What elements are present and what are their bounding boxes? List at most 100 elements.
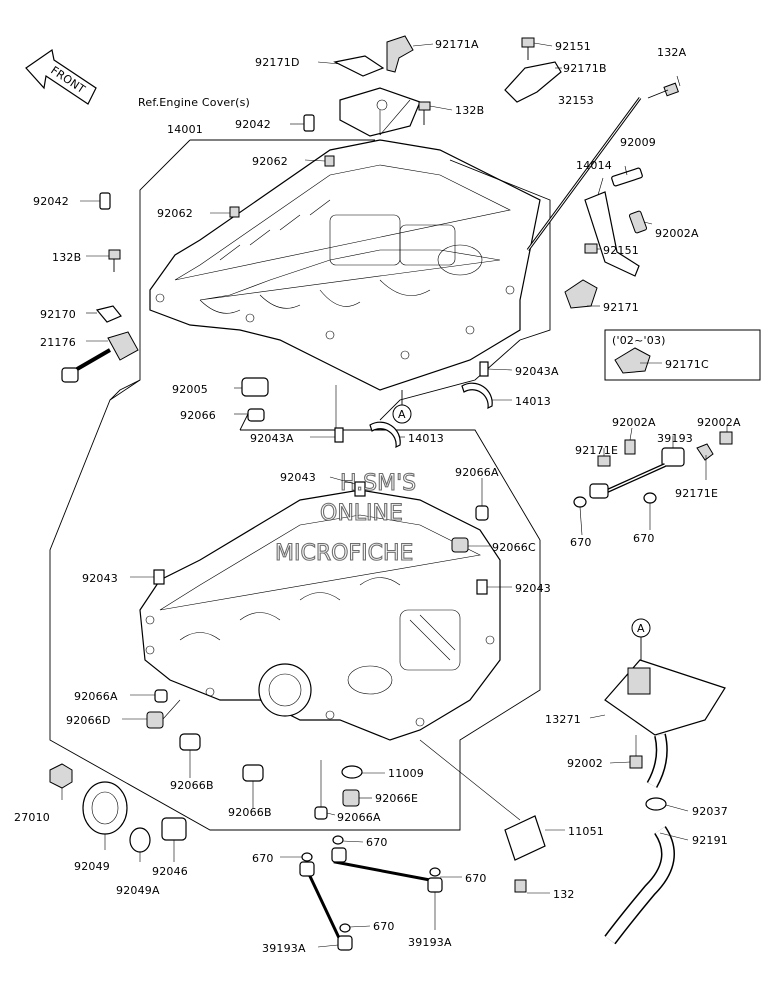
label-92043A-mid: 92043A (250, 432, 294, 445)
year-note-box (604, 329, 761, 381)
label-92049A: 92049A (116, 884, 160, 897)
label-92066D: 92066D (66, 714, 111, 727)
label-21176: 21176 (40, 336, 76, 349)
bolt-132a (647, 82, 679, 99)
label-27010: 27010 (14, 811, 50, 824)
label-92066E: 92066E (375, 792, 418, 805)
clip-92171e-left (597, 455, 611, 467)
watermark-line-1: H.SM'S (340, 471, 416, 496)
label-92062-top: 92062 (252, 155, 288, 168)
dowel-92043a-right (479, 361, 489, 377)
label-13271: 13271 (545, 713, 581, 726)
label-670-b: 670 (366, 836, 388, 849)
leader-lines (61, 42, 728, 948)
bolt-132b-left (108, 249, 121, 272)
label-14014: 14014 (576, 159, 612, 172)
dowel-92043-top (354, 481, 366, 497)
washer-11009 (341, 765, 363, 779)
bolt-92151-top (521, 37, 535, 60)
label-670-left: 670 (570, 536, 592, 549)
upper-crankcase (149, 139, 541, 391)
bolt-92002a-top (629, 210, 647, 234)
bracket-92171d (333, 55, 385, 77)
label-670-c: 670 (465, 872, 487, 885)
label-92002A-right: 92002A (697, 416, 741, 429)
label-670-d: 670 (373, 920, 395, 933)
ring-92066a-bottom (314, 806, 328, 820)
clamp-92170 (95, 305, 122, 323)
label-670-right: 670 (633, 532, 655, 545)
label-92002A-mid: 92002A (612, 416, 656, 429)
lower-crankcase (139, 489, 501, 741)
label-670-a: 670 (252, 852, 274, 865)
plug-92062-top (324, 155, 335, 167)
label-92171D: 92171D (255, 56, 300, 69)
ring-92066a-left (154, 689, 168, 703)
label-92171E-left: 92171E (575, 444, 618, 457)
clamp-92171 (564, 279, 598, 309)
baffle-plate-13271 (604, 659, 726, 736)
bolt-132b-top (418, 101, 431, 125)
clip-92171e-right (696, 443, 714, 461)
label-92191: 92191 (692, 834, 728, 847)
ring-92066b-b (242, 764, 264, 782)
label-39193A-right: 39193A (408, 936, 452, 949)
bolt-132 (514, 879, 527, 893)
label-92066: 92066 (180, 409, 216, 422)
label-92043-top: 92043 (280, 471, 316, 484)
label-132A: 132A (657, 46, 687, 59)
label-92049: 92049 (74, 860, 110, 873)
watermark: H.SM'S ONLINE MICROFICHE (274, 470, 416, 566)
label-132B-top: 132B (455, 104, 484, 117)
label-14001: 14001 (167, 123, 203, 136)
label-92037: 92037 (692, 805, 728, 818)
label-92066C: 92066C (492, 541, 536, 554)
label-92171: 92171 (603, 301, 639, 314)
dowel-92042-top (303, 114, 315, 132)
label-92066B-a: 92066B (170, 779, 214, 792)
seal-92049a (129, 827, 151, 853)
bearing-14013-mid (369, 421, 401, 449)
label-92002: 92002 (567, 757, 603, 770)
label-32153: 32153 (558, 94, 594, 107)
seal-92049 (82, 781, 128, 835)
label-92046: 92046 (152, 865, 188, 878)
label-92043-right: 92043 (515, 582, 551, 595)
dowel-92043-right (476, 579, 488, 595)
dowel-92042-left (99, 192, 111, 210)
label-92066A-left: 92066A (74, 690, 118, 703)
bolt-92002 (629, 755, 643, 769)
ref-engine-cover-note: Ref.Engine Cover(s) (138, 96, 250, 109)
dowel-92043a-mid (334, 427, 344, 443)
seal-92066c (451, 537, 469, 553)
dowel-92043-left (153, 569, 165, 585)
label-14013-right: 14013 (515, 395, 551, 408)
ring-92066a-top (475, 505, 489, 521)
callout-a-letter-2: A (637, 622, 645, 635)
bracket-92171a (386, 35, 414, 73)
label-92151-top: 92151 (555, 40, 591, 53)
label-92171C: 92171C (665, 358, 709, 371)
label-92042-left: 92042 (33, 195, 69, 208)
bolt-92151-right (584, 243, 598, 254)
label-11009: 11009 (388, 767, 424, 780)
plug-92062-left (229, 206, 240, 218)
part-labels: Ref.Engine Cover(s) ('02~'03) 92171A 921… (14, 38, 741, 955)
label-92066A-top: 92066A (455, 466, 499, 479)
label-92062-left: 92062 (157, 207, 193, 220)
dowel-92005 (241, 377, 269, 397)
year-note: ('02~'03) (612, 334, 666, 347)
label-92042-top: 92042 (235, 118, 271, 131)
label-92043-left: 92043 (82, 572, 118, 585)
callout-a-upper: A (392, 390, 412, 424)
label-39193A-left: 39193A (262, 942, 306, 955)
pipe-39193a (299, 835, 443, 951)
label-92002A-top: 92002A (655, 227, 699, 240)
label-92009: 92009 (620, 136, 656, 149)
bolt-92002a-c (719, 431, 733, 445)
label-92171A: 92171A (435, 38, 479, 51)
label-132: 132 (553, 888, 575, 901)
label-92066B-b: 92066B (228, 806, 272, 819)
label-92151-right: 92151 (603, 244, 639, 257)
